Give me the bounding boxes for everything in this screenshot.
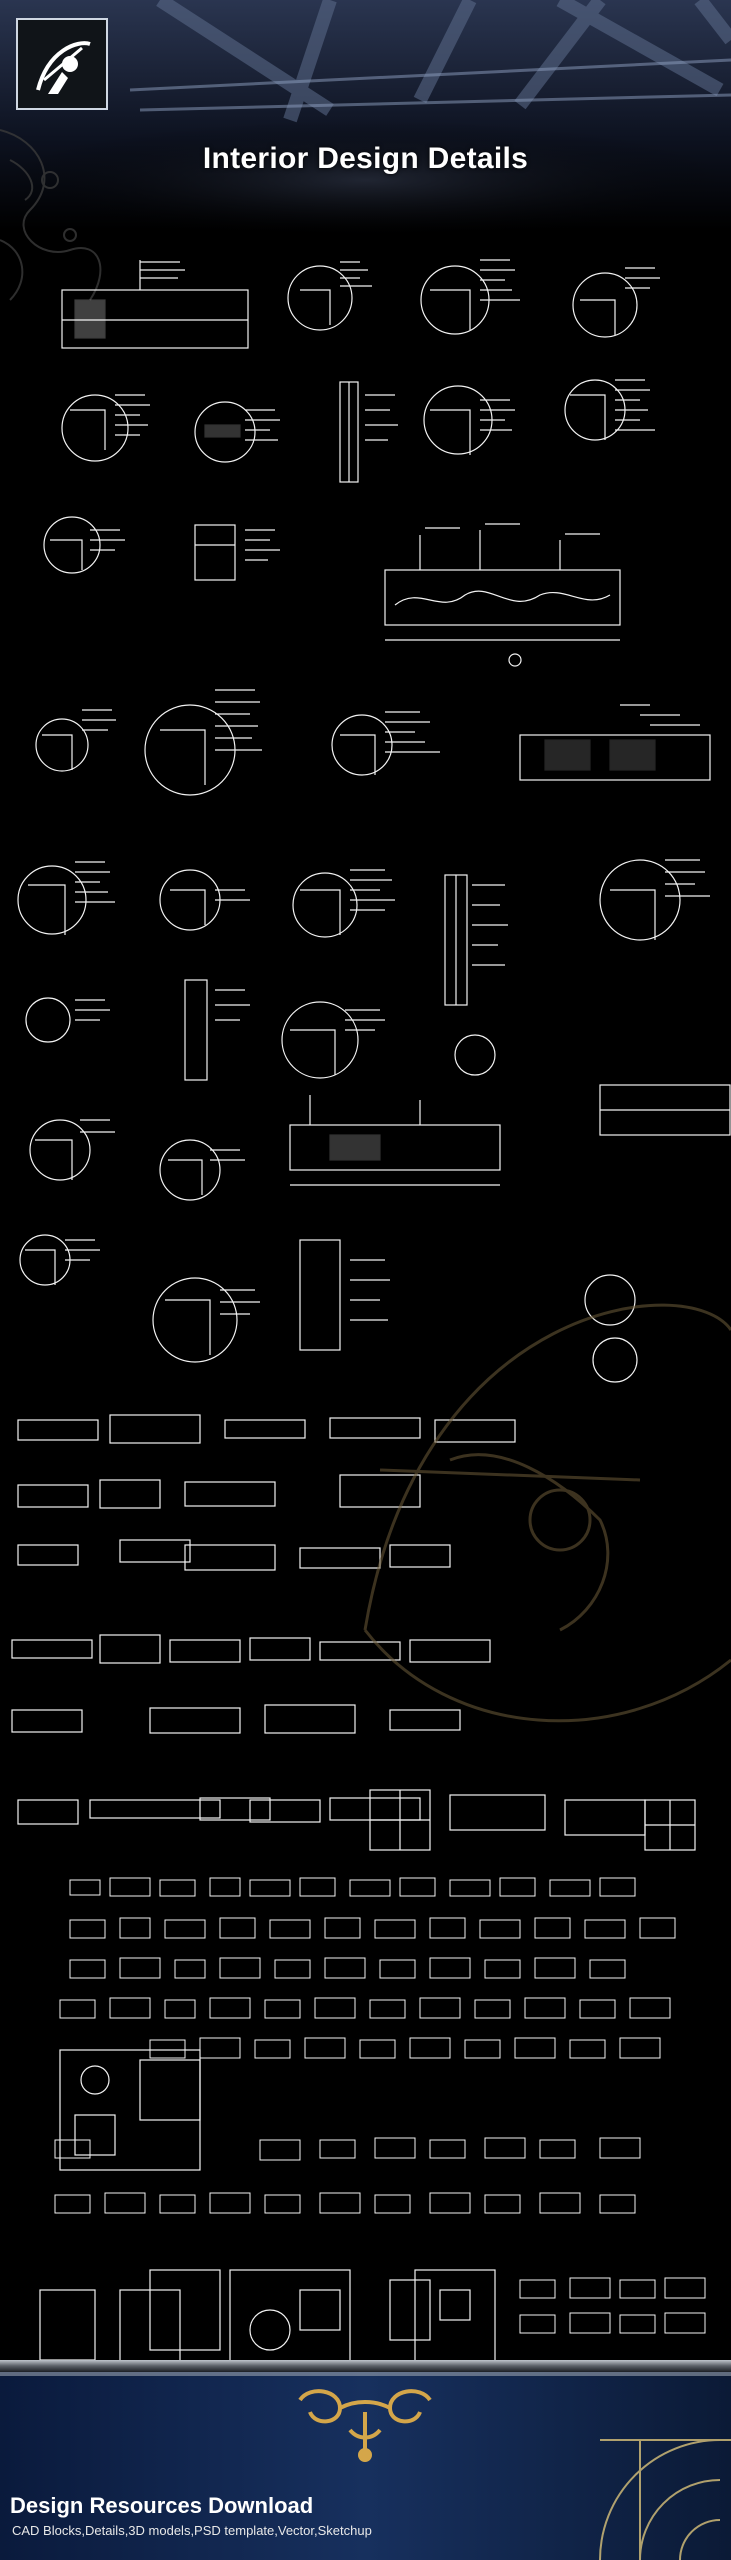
detail-section-2: [519, 704, 711, 781]
baroque-ornament-icon: [0, 129, 102, 301]
detail-circle-3: [572, 267, 660, 338]
detail-column-2: [444, 874, 508, 1006]
mini-blocks-dense: [59, 1877, 676, 2059]
page-title: Interior Design Details: [202, 142, 529, 175]
detail-circle-1: [287, 261, 372, 331]
detail-section-1: [61, 260, 249, 349]
mini-blocks-row-1: [11, 1414, 516, 1825]
detail-wall-1: [194, 524, 280, 581]
detail-circle-4: [61, 394, 150, 462]
mini-blocks-row-2: [369, 1789, 696, 1851]
header-banner: [0, 0, 731, 240]
detail-elevation-2: [289, 1095, 501, 1186]
detail-circle-13: [159, 869, 250, 931]
detail-circle-23: [584, 1274, 638, 1383]
detail-circle-9: [35, 709, 116, 772]
detail-circle-15: [599, 859, 710, 941]
detail-circle-10: [144, 689, 262, 796]
archer-watermark-icon: [363, 1303, 731, 1723]
plan-blocks: [39, 2049, 496, 2381]
detail-column-3: [184, 979, 250, 1081]
cad-detail-grid: [11, 259, 731, 2381]
gold-scroll-ornament-icon: [298, 2389, 432, 2462]
divider-band: [0, 2360, 731, 2372]
detail-wall-2: [299, 1239, 390, 1351]
detail-circle-6: [423, 385, 515, 455]
footer-subtitle: CAD Blocks,Details,3D models,PSD templat…: [12, 2523, 372, 2538]
detail-circle-5: [194, 401, 280, 463]
detail-circle-22: [152, 1277, 260, 1363]
detail-elevation-3: [599, 1084, 731, 1136]
detail-circle-21: [19, 1234, 100, 1286]
detail-circle-2: [420, 259, 520, 335]
golden-spiral-icon: [599, 2439, 731, 2560]
detail-circle-11: [331, 711, 440, 776]
detail-circle-16: [25, 997, 110, 1043]
detail-circle-20: [159, 1139, 245, 1201]
detail-circle-8: [43, 516, 125, 574]
mini-blocks-lower: [54, 2137, 706, 2334]
detail-elevation-1: [384, 523, 621, 667]
detail-circle-18: [454, 1034, 496, 1076]
detail-circle-12: [17, 861, 115, 935]
detail-circle-19: [29, 1119, 115, 1181]
detail-circle-7: [564, 379, 655, 441]
archer-logo-icon: [16, 18, 108, 110]
detail-circle-17: [281, 1001, 385, 1079]
detail-circle-14: [292, 869, 395, 938]
detail-column-1: [339, 381, 398, 483]
footer-title: Design Resources Download: [10, 2493, 314, 2518]
